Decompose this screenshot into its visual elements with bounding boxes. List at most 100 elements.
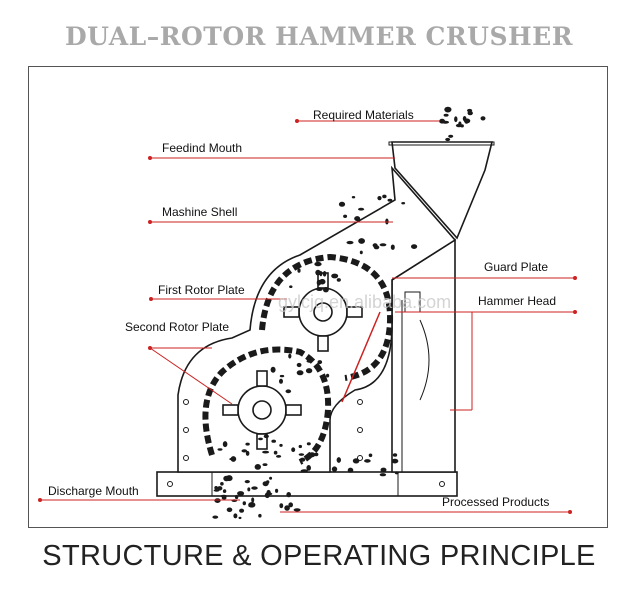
material-particle (220, 494, 227, 498)
material-particle (306, 442, 311, 446)
diagram-frame (28, 66, 608, 528)
base-bolt (439, 481, 445, 487)
material-particle (455, 123, 462, 128)
second-rotor-shaft (252, 400, 272, 420)
material-particle (214, 498, 221, 503)
hammer-head (283, 306, 300, 318)
hammer-head (285, 404, 302, 416)
material-particle (233, 513, 238, 519)
hammer-head (346, 306, 363, 318)
page-subtitle: STRUCTURE & OPERATING PRINCIPLE (42, 540, 596, 572)
material-particle (463, 118, 471, 124)
material-particle (245, 442, 250, 446)
guard-curve (419, 319, 430, 401)
first-rotor-shaft (313, 302, 333, 322)
material-particle (317, 360, 323, 365)
material-particle (306, 465, 312, 471)
material-particle (379, 243, 387, 247)
material-particle (251, 486, 258, 490)
material-particle (401, 202, 406, 205)
watermark: gylcjq.en.alibaba.com (278, 292, 451, 312)
material-particle (220, 482, 224, 486)
material-particle (298, 453, 305, 456)
material-particle (275, 488, 279, 493)
material-particle (346, 240, 354, 245)
material-particle (439, 118, 446, 124)
material-particle (368, 453, 373, 458)
base-bolt (167, 481, 173, 487)
material-particle (314, 261, 322, 267)
material-particle (288, 502, 294, 508)
material-particle (217, 448, 223, 451)
material-particle (316, 287, 323, 291)
material-particle (296, 370, 304, 376)
material-particle (217, 486, 223, 491)
material-particles (212, 106, 486, 520)
material-particle (314, 452, 319, 457)
material-particle (230, 456, 237, 462)
label-hammer-head: Hammer Head (478, 294, 556, 308)
material-particle (387, 198, 393, 202)
material-particle (445, 137, 451, 142)
second-rotor (222, 370, 302, 450)
material-particle (300, 469, 308, 473)
label-discharge-mouth: Discharge Mouth (48, 484, 139, 498)
material-particle (279, 378, 283, 384)
material-particle (223, 475, 230, 482)
material-particle (288, 353, 292, 359)
label-feeding-mouth: Feedind Mouth (162, 141, 242, 155)
material-particle (279, 503, 284, 509)
material-particle (454, 116, 458, 123)
hammer-head (317, 335, 329, 352)
material-particle (214, 486, 218, 490)
hammer-head (256, 433, 268, 450)
material-particle (269, 476, 273, 480)
material-particle (285, 389, 292, 394)
hopper-rim (388, 141, 495, 146)
material-particle (262, 463, 268, 466)
material-particle (444, 106, 452, 113)
material-particle (241, 449, 248, 453)
material-particle (299, 457, 306, 462)
leader-lines (38, 119, 577, 514)
label-required-materials: Required Materials (313, 108, 414, 122)
material-particle (247, 487, 251, 492)
material-particle (306, 359, 313, 363)
first-rotor-chamber (259, 253, 394, 381)
hammer-head (222, 404, 239, 416)
material-particle (326, 373, 330, 378)
material-particle (467, 111, 473, 116)
material-particle (480, 116, 486, 121)
material-particle (234, 494, 239, 500)
material-particle (212, 515, 219, 519)
material-particle (265, 492, 273, 496)
material-particle (448, 134, 454, 138)
label-guard-plate: Guard Plate (484, 260, 548, 274)
material-particle (279, 443, 283, 447)
material-particle (443, 113, 449, 117)
material-particle (323, 287, 329, 293)
material-particle (286, 492, 292, 498)
material-particle (336, 278, 341, 282)
material-particle (394, 471, 399, 475)
material-particle (379, 473, 387, 477)
label-machine-shell: Mashine Shell (162, 205, 237, 219)
material-particle (254, 464, 261, 470)
label-processed-products: Processed Products (442, 495, 549, 509)
material-particle (298, 444, 302, 449)
material-particle (238, 516, 242, 520)
material-particle (351, 196, 356, 199)
material-particle (262, 450, 270, 454)
material-particle (271, 439, 277, 443)
material-particle (391, 458, 399, 464)
material-particle (321, 376, 326, 380)
material-particle (262, 481, 269, 487)
material-particle (226, 507, 233, 513)
material-particle (380, 467, 387, 473)
label-second-rotor-plate: Second Rotor Plate (125, 320, 229, 334)
material-particle (354, 216, 361, 222)
material-particle (308, 452, 316, 458)
second-rotor-chamber (202, 346, 332, 465)
